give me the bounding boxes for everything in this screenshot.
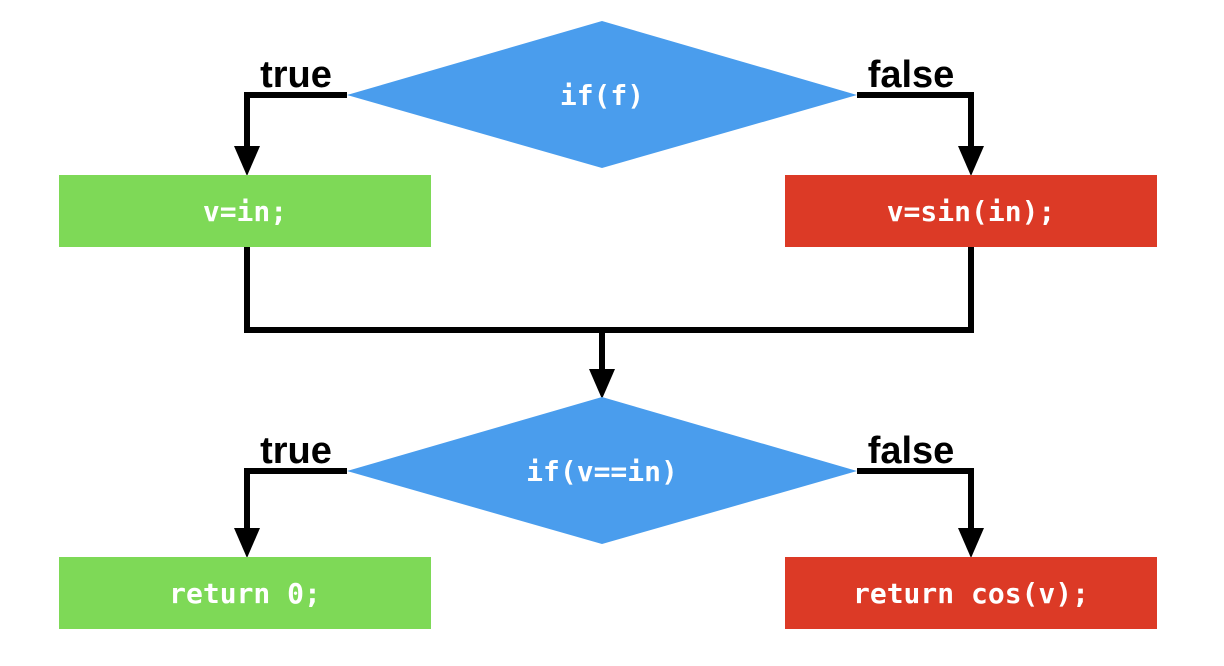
decision1-diamond-shape xyxy=(347,21,857,168)
node-decision-if-v-eq-in[interactable]: if(v==in) xyxy=(347,397,857,544)
decision1-label: if(f) xyxy=(560,79,644,112)
node-process-return-zero[interactable]: return 0; xyxy=(59,557,431,629)
edge-decision2-false xyxy=(857,468,984,558)
decision2-label: if(v==in) xyxy=(526,455,678,488)
arrowhead-merge-to-decision2 xyxy=(589,369,615,399)
process-true-1-label: v=in; xyxy=(203,195,287,228)
edge-label-decision1-false: false xyxy=(868,54,955,96)
edge-path-decision1-true xyxy=(244,92,347,160)
edge-merge-to-decision2 xyxy=(244,247,974,399)
decision2-diamond-shape xyxy=(347,397,857,544)
edge-label-decision2-false: false xyxy=(868,430,955,472)
node-process-v-assign-sin-in[interactable]: v=sin(in); xyxy=(785,175,1157,247)
process-true-2-shape xyxy=(59,557,431,629)
process-false-2-shape xyxy=(785,557,1157,629)
process-false-2-label: return cos(v); xyxy=(853,577,1089,610)
process-false-1-shape xyxy=(785,175,1157,247)
edge-path-decision1-false xyxy=(857,92,974,160)
edge-label-decision2-true: true xyxy=(260,430,332,472)
edge-path-decision2-true xyxy=(244,468,347,542)
process-true-1-shape xyxy=(59,175,431,247)
edge-label-decision1-true: true xyxy=(260,54,332,96)
arrowhead-decision2-false xyxy=(958,528,984,558)
node-process-v-assign-in[interactable]: v=in; xyxy=(59,175,431,247)
node-process-return-cos-v[interactable]: return cos(v); xyxy=(785,557,1157,629)
edge-decision1-false xyxy=(857,92,984,176)
edge-decision2-true xyxy=(234,468,347,558)
arrowhead-decision2-true xyxy=(234,528,260,558)
edge-path-merge-bus xyxy=(244,247,974,333)
node-decision-if-f[interactable]: if(f) xyxy=(347,21,857,168)
process-false-1-label: v=sin(in); xyxy=(887,195,1056,228)
edge-decision1-true xyxy=(234,92,347,176)
arrowhead-decision1-true xyxy=(234,146,260,176)
arrowhead-decision1-false xyxy=(958,146,984,176)
edge-path-decision2-false xyxy=(857,468,974,542)
process-true-2-label: return 0; xyxy=(169,577,321,610)
